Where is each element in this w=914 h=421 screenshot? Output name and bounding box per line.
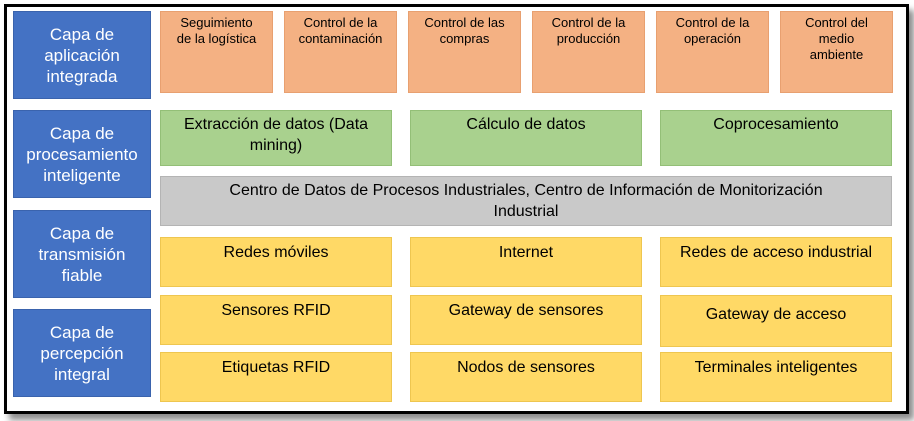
proc-data-calculation: Cálculo de datos (410, 110, 642, 166)
layer-transmission: Capa de transmisión fiable (13, 210, 151, 298)
app-pollution: Control de la contaminación (284, 11, 397, 93)
perc-access-gateway: Gateway de acceso (660, 295, 892, 347)
app-environment: Control del medio ambiente (780, 11, 893, 93)
perc-rfid-tags: Etiquetas RFID (160, 352, 392, 402)
layer-processing: Capa de procesamiento inteligente (13, 110, 151, 198)
perc-smart-terminals: Terminales inteligentes (660, 352, 892, 402)
trans-mobile-networks: Redes móviles (160, 237, 392, 287)
proc-data-mining: Extracción de datos (Data mining) (160, 110, 392, 166)
proc-coprocessing: Coprocesamiento (660, 110, 892, 166)
perc-sensor-gateway: Gateway de sensores (410, 295, 642, 345)
app-logistics: Seguimiento de la logística (160, 11, 273, 93)
trans-industrial-access: Redes de acceso industrial (660, 237, 892, 287)
perc-rfid-sensors: Sensores RFID (160, 295, 392, 345)
app-purchasing: Control de las compras (408, 11, 521, 93)
app-production: Control de la producción (532, 11, 645, 93)
layer-perception: Capa de percepción integral (13, 309, 151, 397)
data-center: Centro de Datos de Procesos Industriales… (160, 176, 892, 226)
app-operation: Control de la operación (656, 11, 769, 93)
layer-application: Capa de aplicación integrada (13, 11, 151, 99)
perc-sensor-nodes: Nodos de sensores (410, 352, 642, 402)
trans-internet: Internet (410, 237, 642, 287)
